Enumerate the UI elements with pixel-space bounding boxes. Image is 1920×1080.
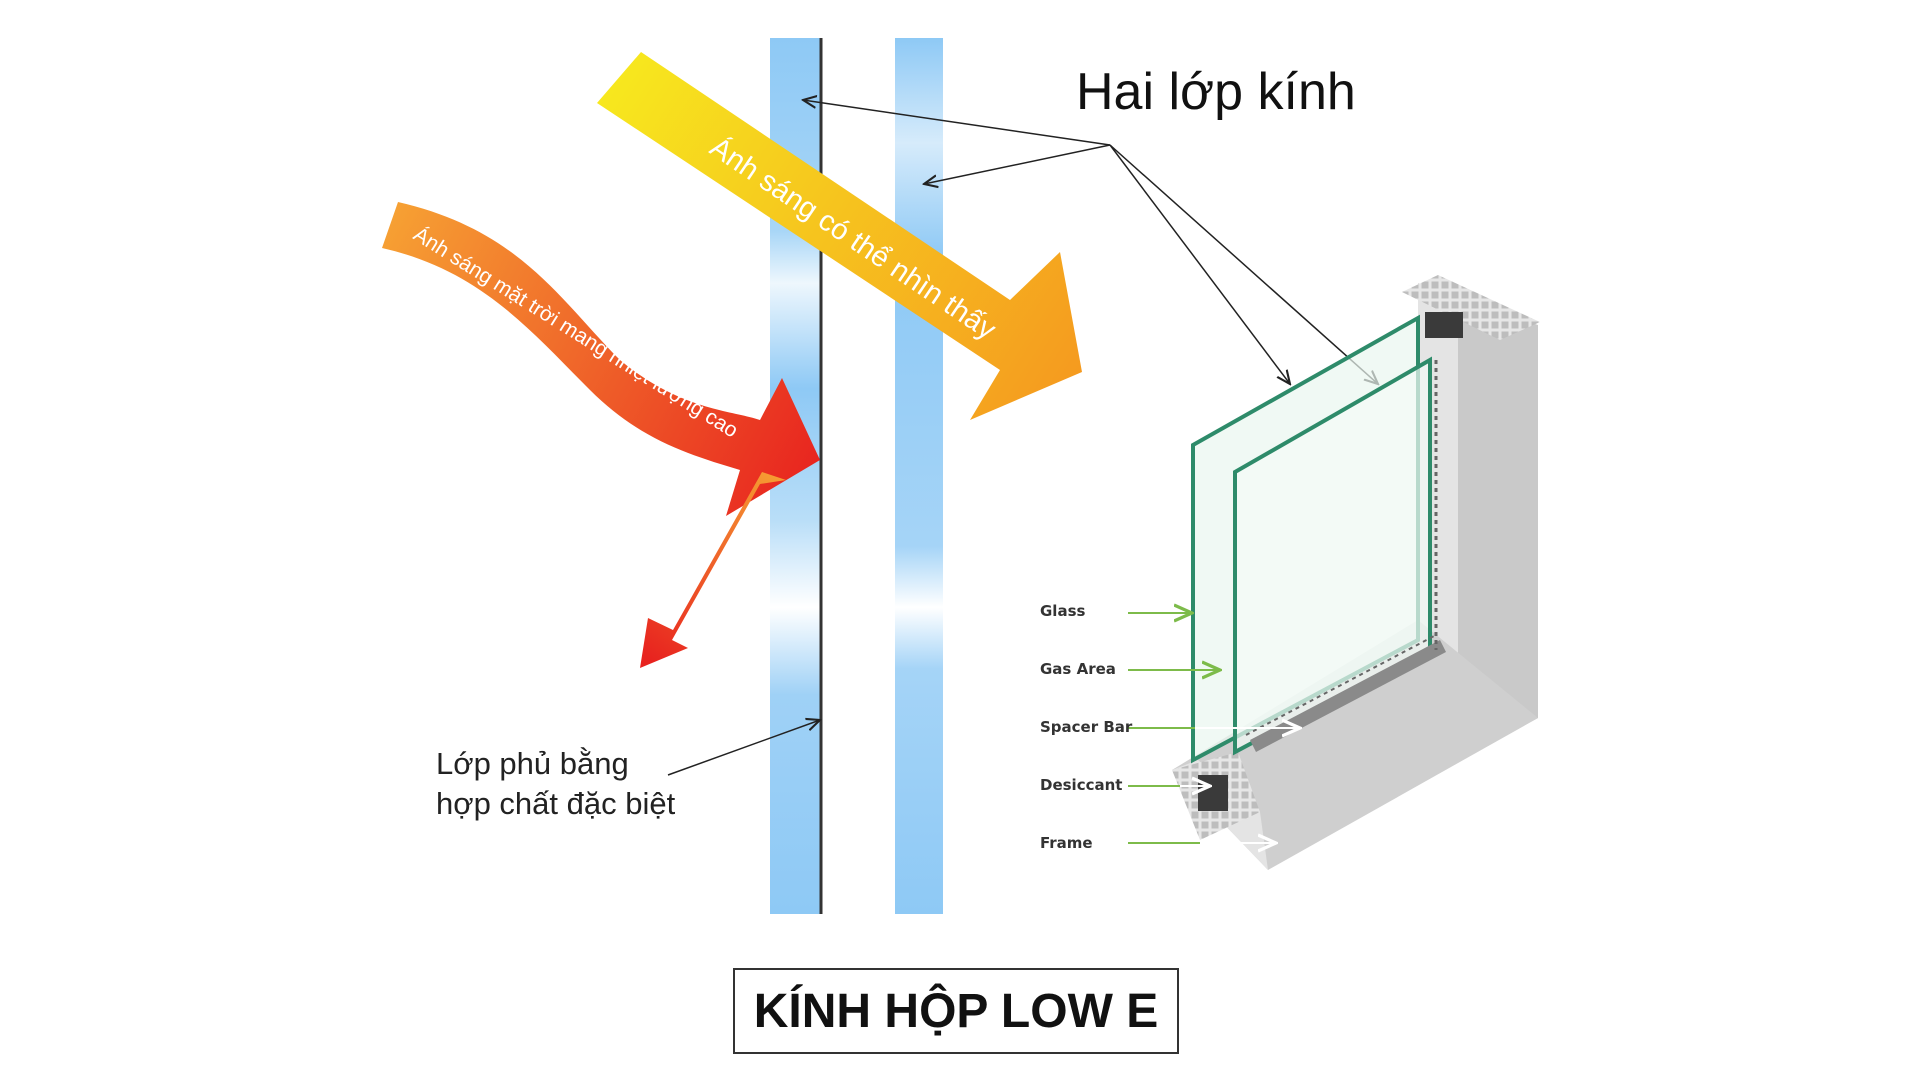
visible-light-text: Ánh sáng có thể nhìn thấy [704,130,1002,346]
part-label-glass: Glass [1040,602,1086,620]
coating-label-line-1: Lớp phủ bằng [436,746,629,781]
solar-heat-arrow [382,202,820,516]
glass-pane-inner [895,38,943,914]
part-label-frame: Frame [1040,834,1093,852]
pointer-line [1109,144,1290,384]
part-label-spacer-bar: Spacer Bar [1040,718,1133,736]
visible-light-arrow [597,52,1082,420]
two-panes-title: Hai lớp kính [1076,63,1356,121]
pointer-line [924,144,1111,184]
window-cross-section [1172,275,1540,870]
pointer-line [1109,144,1378,384]
coating-label: Lớp phủ bằng hợp chất đặc biệt [436,744,675,824]
main-title: KÍNH HỘP LOW E [733,968,1179,1054]
coating-label-line-2: hợp chất đặc biệt [436,786,676,821]
reflected-heat-arrow [640,472,786,668]
part-label-desiccant: Desiccant [1040,776,1123,794]
solar-heat-text: Ánh sáng mặt trời mang nhiệt lượng cao [409,223,742,443]
coating-pointer-line [667,720,820,776]
part-label-gas-area: Gas Area [1040,660,1116,678]
pointer-line [803,100,1111,146]
